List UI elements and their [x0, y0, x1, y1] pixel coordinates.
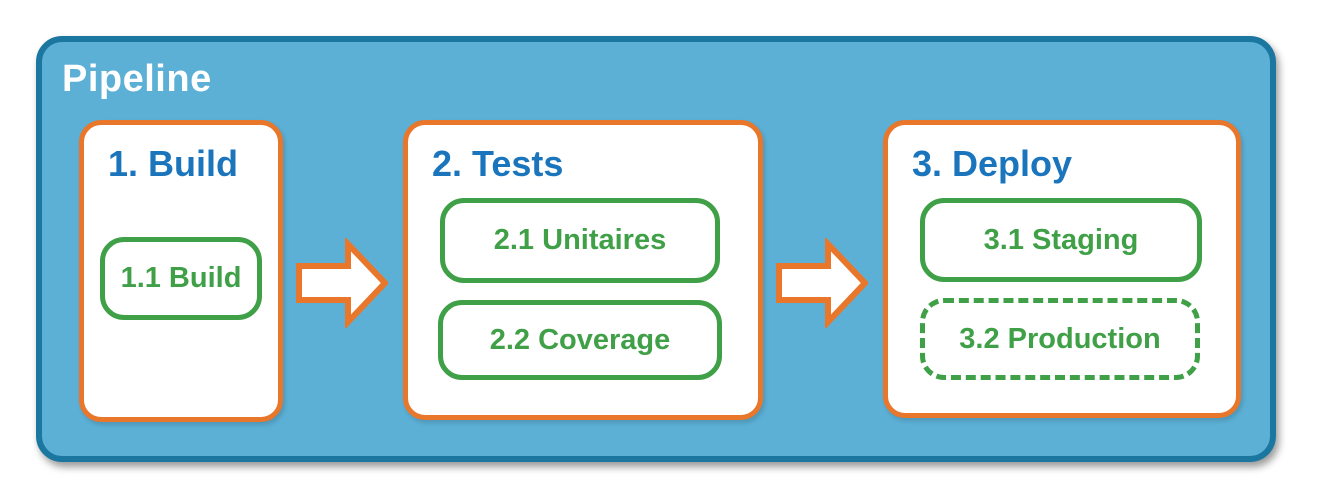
arrow-right-icon [296, 238, 388, 328]
stage-card-build: 1. Build 1.1 Build [79, 120, 283, 422]
arrow-right-icon [776, 238, 868, 328]
step-box-staging: 3.1 Staging [920, 198, 1202, 282]
stage-card-deploy: 3. Deploy 3.1 Staging 3.2 Production [883, 120, 1241, 418]
stage-title-build: 1. Build [108, 143, 239, 184]
stage-title-deploy: 3. Deploy [912, 143, 1073, 184]
step-box-build: 1.1 Build [100, 237, 262, 320]
stage-card-tests: 2. Tests 2.1 Unitaires 2.2 Coverage [403, 120, 763, 420]
pipeline-container: Pipeline 1. Build 1.1 Build 2. Tests 2.1… [36, 36, 1276, 462]
step-box-unitaires: 2.1 Unitaires [440, 198, 720, 283]
step-box-coverage: 2.2 Coverage [438, 300, 722, 380]
pipeline-title: Pipeline [62, 58, 212, 100]
step-box-production: 3.2 Production [920, 298, 1200, 380]
stage-title-tests: 2. Tests [432, 143, 564, 184]
